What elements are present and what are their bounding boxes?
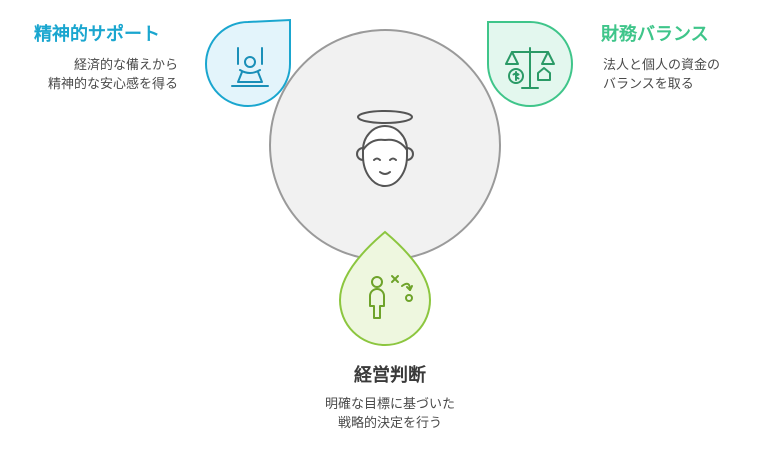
- management-teardrop: [338, 230, 432, 346]
- finance-desc-line-1: 法人と個人の資金の: [603, 58, 721, 73]
- management-desc-line-2: 戦略的決定を行う: [337, 416, 442, 431]
- finance-title: 財務バランス: [601, 24, 709, 45]
- management-node: [338, 230, 432, 346]
- spiritual-desc-line-2: 精神的な安心感を得る: [47, 77, 178, 92]
- spiritual-teardrop: [205, 18, 291, 107]
- spiritual-title: 精神的サポート: [34, 24, 160, 45]
- spiritual-desc-line-1: 経済的な備えから: [73, 58, 178, 73]
- strategy-play-icon: [369, 275, 413, 319]
- management-description: 明確な目標に基づいた 戦略的決定を行う: [300, 395, 480, 433]
- person-on-swing-icon: [231, 47, 269, 87]
- finance-description: 法人と個人の資金の バランスを取る: [603, 56, 720, 94]
- scale-balance-icon: [505, 47, 555, 89]
- management-title: 経営判断: [354, 365, 426, 386]
- management-desc-line-1: 明確な目標に基づいた: [324, 397, 455, 412]
- finance-desc-line-2: バランスを取る: [603, 77, 694, 92]
- finance-node: [487, 21, 573, 107]
- angel-face-icon: [356, 110, 414, 187]
- spiritual-description: 経済的な備えから 精神的な安心感を得る: [30, 56, 178, 94]
- spiritual-node: [205, 18, 291, 107]
